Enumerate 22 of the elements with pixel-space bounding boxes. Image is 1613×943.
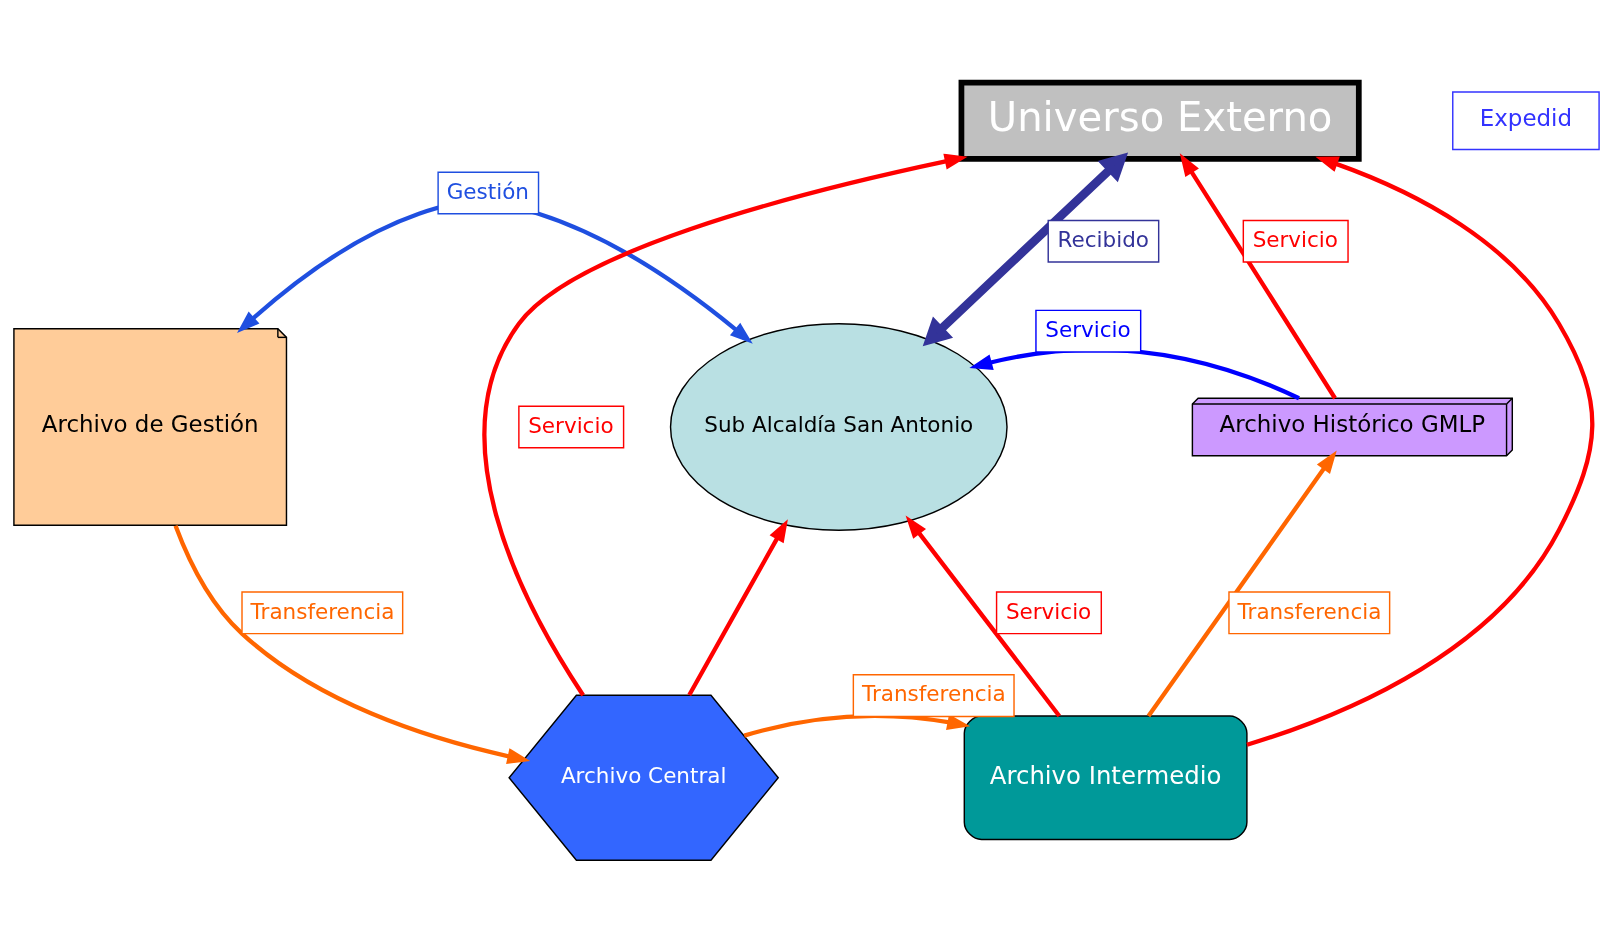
edge-label: Servicio <box>1252 226 1339 252</box>
arrow <box>687 519 788 697</box>
edge-label: Gestión <box>446 178 529 204</box>
arrow <box>1179 153 1337 400</box>
edge-label: Transferencia <box>861 681 1006 707</box>
edge-label: Servicio <box>1045 316 1131 342</box>
node-box: Archivo Intermedio <box>963 715 1248 841</box>
arrow <box>173 524 531 764</box>
edge-label: Servicio <box>528 412 614 438</box>
arrow <box>1246 156 1595 747</box>
edge-label: Transferencia <box>1237 598 1382 624</box>
node-box: Universo Externo <box>958 79 1362 162</box>
edge-label: Servicio <box>1005 598 1092 624</box>
arrow <box>922 152 1129 347</box>
arrow <box>969 347 1300 401</box>
arrow <box>905 515 1061 718</box>
arrow <box>743 713 971 738</box>
edge-label: Transferencia <box>250 598 395 624</box>
edge-label: Recibido <box>1057 226 1149 252</box>
arrow <box>482 153 968 697</box>
arrow <box>1146 450 1337 718</box>
label: Expedid <box>1479 105 1573 132</box>
